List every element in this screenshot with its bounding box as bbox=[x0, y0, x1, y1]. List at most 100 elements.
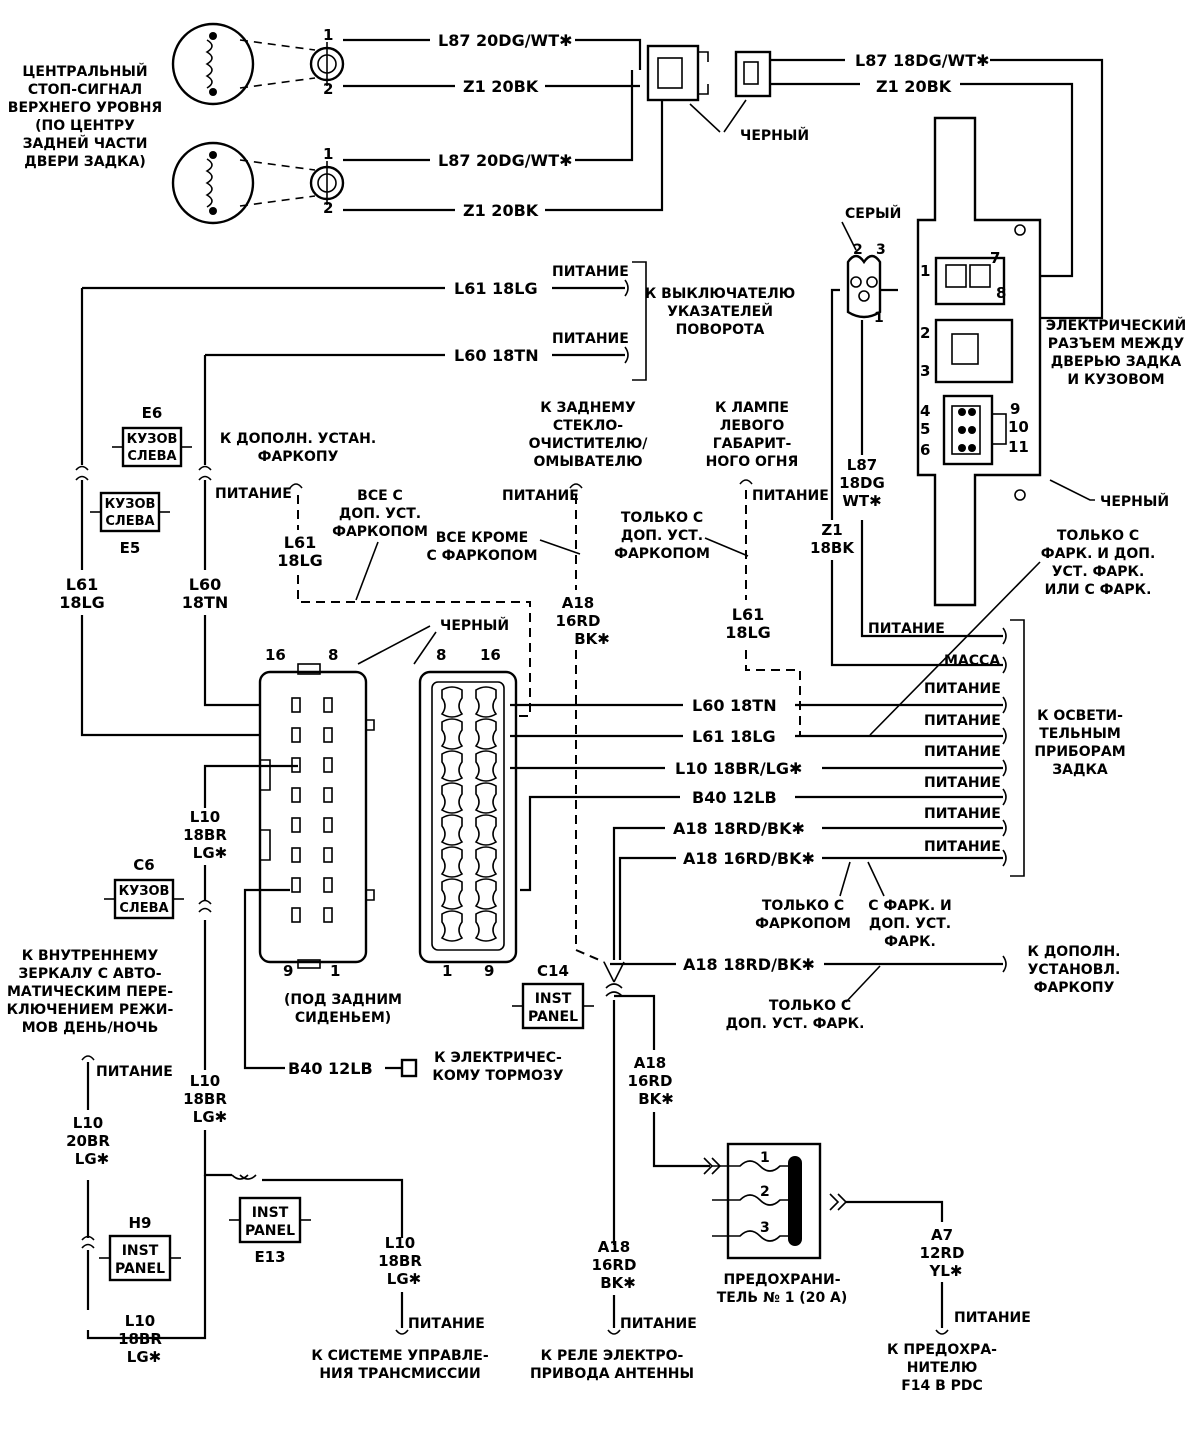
only-tow-line-1: ТОЛЬКО С bbox=[762, 898, 844, 914]
connector-16-right bbox=[418, 670, 518, 964]
connector-cavity bbox=[291, 877, 301, 893]
seat-caption-line-2: СИДЕНЬЕМ) bbox=[295, 1010, 391, 1026]
connector-cavity bbox=[474, 814, 498, 846]
rear-wire-l10: L10 18BR/LG✱ bbox=[675, 759, 802, 778]
antenna-a18-upper-line-3: BK✱ bbox=[638, 1090, 674, 1108]
antenna-caption-line-2: ПРИВОДА АНТЕННЫ bbox=[530, 1366, 694, 1382]
fuse-caption-line-1: ПРЕДОХРАНИ- bbox=[723, 1272, 840, 1288]
grey-pin-1: 1 bbox=[874, 310, 884, 326]
splice-e5-line-1: КУЗОВ bbox=[105, 497, 156, 512]
wiper-power-label: ПИТАНИЕ bbox=[502, 488, 579, 504]
mirror-l10-20-line-3: LG✱ bbox=[75, 1150, 109, 1168]
connector-cavity bbox=[323, 757, 333, 773]
rear-wire-a18-16: A18 16RD/BK✱ bbox=[683, 849, 815, 868]
tow-l61-line-2: 18LG bbox=[277, 551, 323, 570]
grey-connector-label: СЕРЫЙ bbox=[845, 205, 901, 222]
connector-cavity bbox=[440, 718, 464, 750]
l10-middle-line-1: L10 bbox=[190, 1072, 220, 1090]
lg-l87-line-3: WT✱ bbox=[842, 492, 881, 510]
lamp-caption: ЦЕНТРАЛЬНЫЙ СТОП-СИГНАЛ ВЕРХНЕГО УРОВНЯ … bbox=[8, 63, 162, 170]
only-opt-line-2: ДОП. УСТ. ФАРК. bbox=[726, 1016, 865, 1032]
only-tow-trailer-line-3: УСТ. ФАРК. bbox=[1052, 564, 1145, 580]
liftgate-pin-11: 11 bbox=[1008, 438, 1029, 456]
brake-caption-line-2: КОМУ ТОРМОЗУ bbox=[432, 1068, 563, 1084]
trans-power-label: ПИТАНИЕ bbox=[408, 1316, 485, 1332]
liftgate-pin-6: 6 bbox=[920, 441, 930, 459]
stop-lamp-lower bbox=[171, 141, 345, 225]
wiper-line-4: ОМЫВАТЕЛЮ bbox=[533, 454, 642, 470]
with-tow-line-2: ДОП. УСТ. bbox=[869, 916, 951, 932]
trailer-caption-line-2: УСТАНОВЛ. bbox=[1028, 962, 1121, 978]
turn-caption-line-2: УКАЗАТЕЛЕЙ bbox=[667, 303, 773, 320]
connector-cavity bbox=[291, 817, 301, 833]
lamp-caption-line-1: ЦЕНТРАЛЬНЫЙ bbox=[22, 63, 147, 80]
mirror-power-label: ПИТАНИЕ bbox=[96, 1064, 173, 1080]
tow-option-line-2: ФАРКОПУ bbox=[258, 449, 339, 465]
mirror-caption-line-5: МОВ ДЕНЬ/НОЧЬ bbox=[22, 1020, 159, 1036]
marker-line-4: НОГО ОГНЯ bbox=[706, 454, 799, 470]
liftgate-pin-4: 4 bbox=[920, 402, 930, 420]
left-conn-pin-8: 8 bbox=[328, 646, 338, 664]
mirror-l10-20-line-1: L10 bbox=[73, 1114, 103, 1132]
lg-z1-line-1: Z1 bbox=[821, 521, 842, 539]
turn-power-1: ПИТАНИЕ bbox=[552, 264, 629, 280]
liftgate-caption-line-3: ДВЕРЬЮ ЗАДКА bbox=[1051, 354, 1182, 370]
liftgate-pin-2: 2 bbox=[920, 324, 930, 342]
splice-e13-line-2: PANEL bbox=[245, 1223, 295, 1239]
turn-caption-line-1: К ВЫКЛЮЧАТЕЛЮ bbox=[645, 286, 795, 302]
connector-cavity bbox=[440, 814, 464, 846]
antenna-a18-lower-line-1: A18 bbox=[598, 1238, 630, 1256]
connector-cavity bbox=[291, 697, 301, 713]
with-tow-line-1: С ФАРК. И bbox=[868, 898, 951, 914]
lamp-lower-pin-1: 1 bbox=[323, 145, 333, 163]
connector-cavity bbox=[291, 727, 301, 743]
pdc-caption-line-1: К ПРЕДОХРА- bbox=[887, 1342, 997, 1358]
liftgate-pin-3: 3 bbox=[920, 362, 930, 380]
rear-terminal-5: ПИТАНИЕ bbox=[924, 744, 1001, 760]
splice-c14-id: C14 bbox=[537, 962, 569, 980]
trans-l10-line-3: LG✱ bbox=[387, 1270, 421, 1288]
lamp-caption-line-4: (ПО ЦЕНТРУ bbox=[35, 118, 135, 134]
liftgate-caption-line-1: ЭЛЕКТРИЧЕСКИЙ bbox=[1046, 317, 1186, 334]
connector-cavity bbox=[323, 727, 333, 743]
antenna-a18-upper-line-2: 16RD bbox=[628, 1072, 673, 1090]
connector-cavity bbox=[291, 907, 301, 923]
connector-cavity bbox=[323, 907, 333, 923]
connector-16-left bbox=[258, 663, 375, 969]
upper-l87-wire-label: L87 20DG/WT✱ bbox=[438, 31, 573, 50]
mirror-caption-line-3: МАТИЧЕСКИМ ПЕРЕ- bbox=[7, 984, 173, 1000]
lg-l87-line-2: 18DG bbox=[839, 474, 885, 492]
grey-pin-2: 2 bbox=[853, 242, 863, 258]
turn-caption-line-3: ПОВОРОТА bbox=[676, 322, 765, 338]
rear-caption-line-1: К ОСВЕТИ- bbox=[1037, 708, 1123, 724]
splice-e5 bbox=[90, 491, 170, 533]
connector-cavity bbox=[474, 910, 498, 942]
mirror-l10-18-line-1: L10 bbox=[125, 1312, 155, 1330]
antenna-caption-line-1: К РЕЛЕ ЭЛЕКТРО- bbox=[541, 1348, 684, 1364]
connector-cavity bbox=[440, 750, 464, 782]
splice-c14 bbox=[512, 982, 594, 1030]
pdc-a7-line-1: A7 bbox=[931, 1226, 953, 1244]
rear-lights-terminal-block bbox=[1002, 619, 1025, 877]
splice-e13-id: E13 bbox=[254, 1248, 285, 1266]
connector-cavity bbox=[323, 877, 333, 893]
left-l60-line-2: 18TN bbox=[182, 593, 229, 612]
liftgate-pin-5: 5 bbox=[920, 420, 930, 438]
connector-cavity bbox=[323, 817, 333, 833]
top-z1-wire-label: Z1 20BK bbox=[876, 77, 952, 96]
connector-cavity bbox=[474, 686, 498, 718]
rear-terminal-3: ПИТАНИЕ bbox=[924, 681, 1001, 697]
pdc-a7-line-3: YL✱ bbox=[929, 1262, 963, 1280]
liftgate-pin-8: 8 bbox=[996, 284, 1006, 302]
marker-line-2: ЛЕВОГО bbox=[720, 418, 785, 434]
l10-upper-line-1: L10 bbox=[190, 808, 220, 826]
all-except-line-1: ВСЕ КРОМЕ bbox=[436, 530, 528, 546]
antenna-a18-lower-line-2: 16RD bbox=[592, 1256, 637, 1274]
lamp-upper-pin-1: 1 bbox=[323, 26, 333, 44]
wiper-a18-line-1: A18 bbox=[562, 594, 594, 612]
left-conn-pin-1: 1 bbox=[330, 962, 340, 980]
rear-terminal-6: ПИТАНИЕ bbox=[924, 775, 1001, 791]
wiper-a18-line-3: BK✱ bbox=[574, 630, 610, 648]
only-with-tow-line-1: ТОЛЬКО С bbox=[621, 510, 703, 526]
